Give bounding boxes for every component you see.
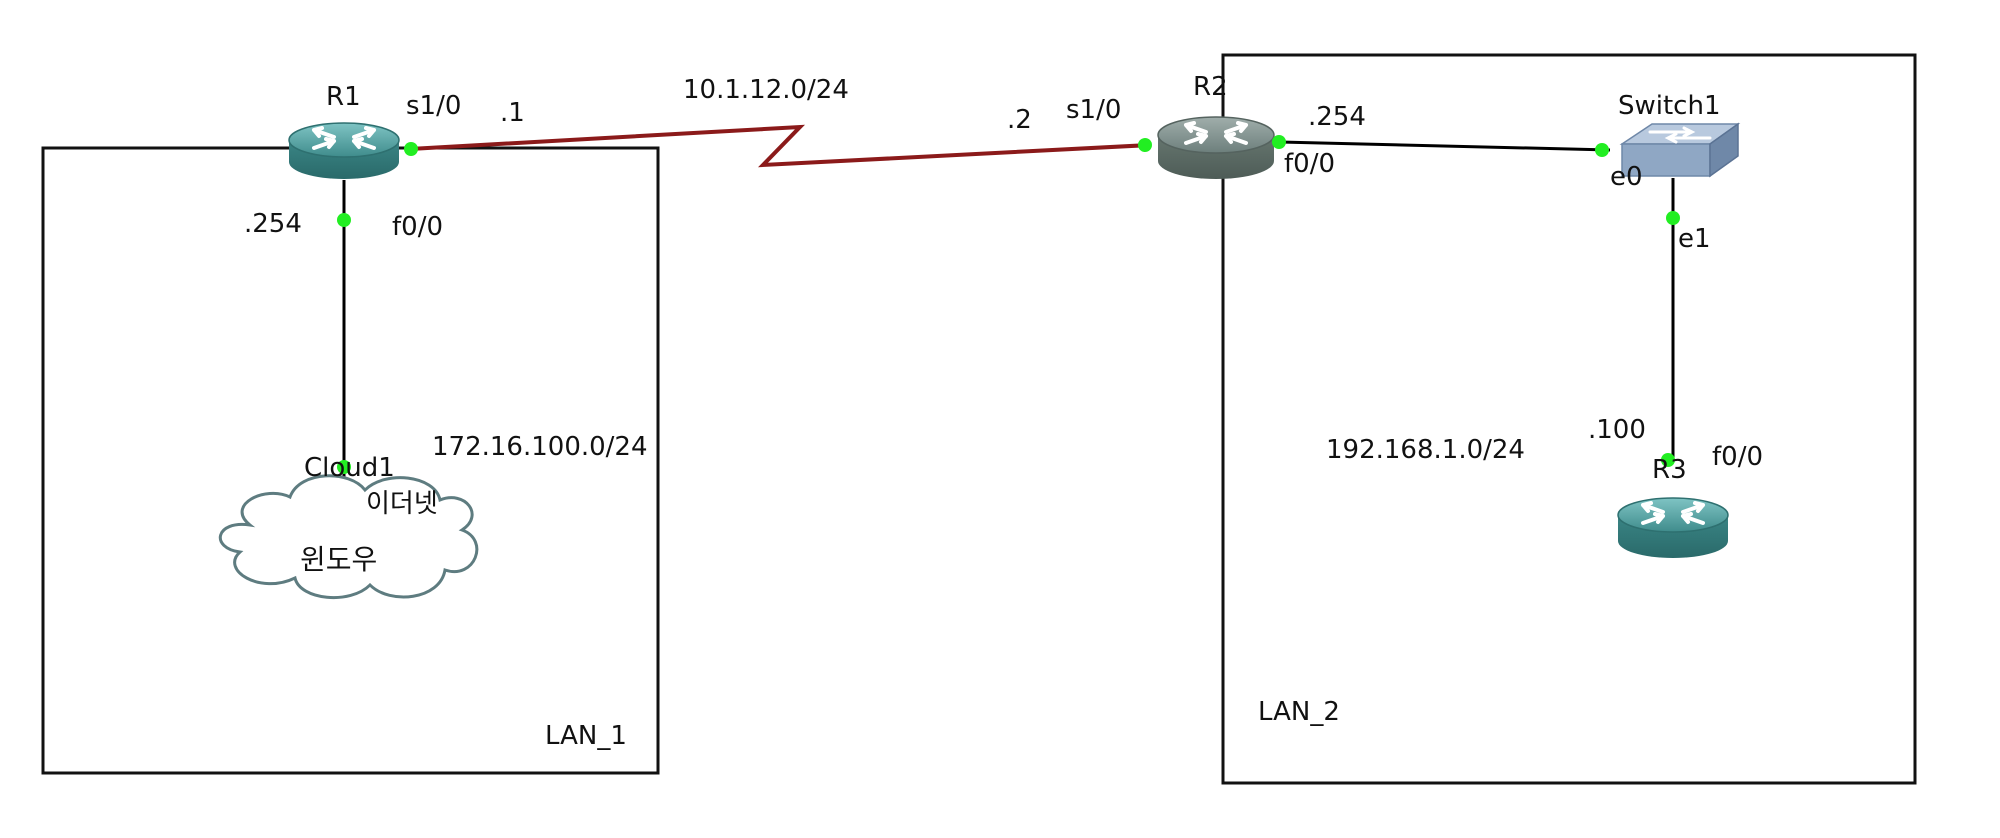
- port-r3-f0-0[interactable]: [1661, 453, 1675, 467]
- iface-ip-r1-f0-0: .254: [244, 209, 302, 239]
- serial-link-r1-r2[interactable]: [409, 124, 1151, 168]
- iface-ip-r1-s1-0: .1: [500, 98, 525, 128]
- router-r1[interactable]: [288, 122, 400, 179]
- iface-ip-r2-f0-0: .254: [1308, 102, 1366, 132]
- iface-name-r2-f0-0: f0/0: [1284, 149, 1335, 179]
- network-label-lan2: 192.168.1.0/24: [1326, 435, 1525, 465]
- port-r2-f0-0[interactable]: [1272, 135, 1286, 149]
- router-r2[interactable]: [1157, 116, 1275, 179]
- router-r3[interactable]: [1617, 497, 1729, 558]
- port-sw-e1[interactable]: [1666, 211, 1680, 225]
- cloud-cloud1[interactable]: [218, 474, 479, 600]
- device-label-r2: R2: [1193, 72, 1228, 102]
- iface-name-r3-f0-0: f0/0: [1712, 442, 1763, 472]
- device-label-cloud1: Cloud1: [304, 453, 395, 483]
- port-cloud1[interactable]: [337, 460, 351, 474]
- area-label-lan2: LAN_2: [1258, 697, 1340, 727]
- iface-name-r1-s1-0: s1/0: [406, 91, 461, 121]
- iface-ip-r2-s1-0: .2: [1007, 105, 1032, 135]
- iface-name-sw-e0: e0: [1610, 162, 1643, 192]
- port-r1-f0-0[interactable]: [337, 213, 351, 227]
- switch-switch1[interactable]: [1619, 122, 1741, 178]
- iface-name-sw-e1: e1: [1678, 224, 1711, 254]
- port-r2-s1-0[interactable]: [1138, 138, 1152, 152]
- cloud1-interface-label: 이더넷: [366, 489, 438, 519]
- network-label-wan: 10.1.12.0/24: [683, 75, 849, 105]
- iface-name-r1-f0-0: f0/0: [392, 212, 443, 242]
- port-sw-e0[interactable]: [1595, 143, 1609, 157]
- port-r1-s1-0[interactable]: [404, 142, 418, 156]
- link-r2-switch1[interactable]: [1279, 140, 1611, 152]
- cloud1-inner-text: 윈도우: [300, 543, 377, 576]
- iface-ip-r3-f0-0: .100: [1588, 415, 1646, 445]
- iface-name-r2-s1-0: s1/0: [1066, 95, 1121, 125]
- area-label-lan1: LAN_1: [545, 721, 627, 751]
- lan2-area: [1221, 53, 1917, 785]
- device-label-switch1: Switch1: [1618, 91, 1721, 121]
- device-label-r1: R1: [326, 82, 361, 112]
- network-label-lan1: 172.16.100.0/24: [432, 432, 648, 462]
- device-label-r3: R3: [1652, 455, 1687, 485]
